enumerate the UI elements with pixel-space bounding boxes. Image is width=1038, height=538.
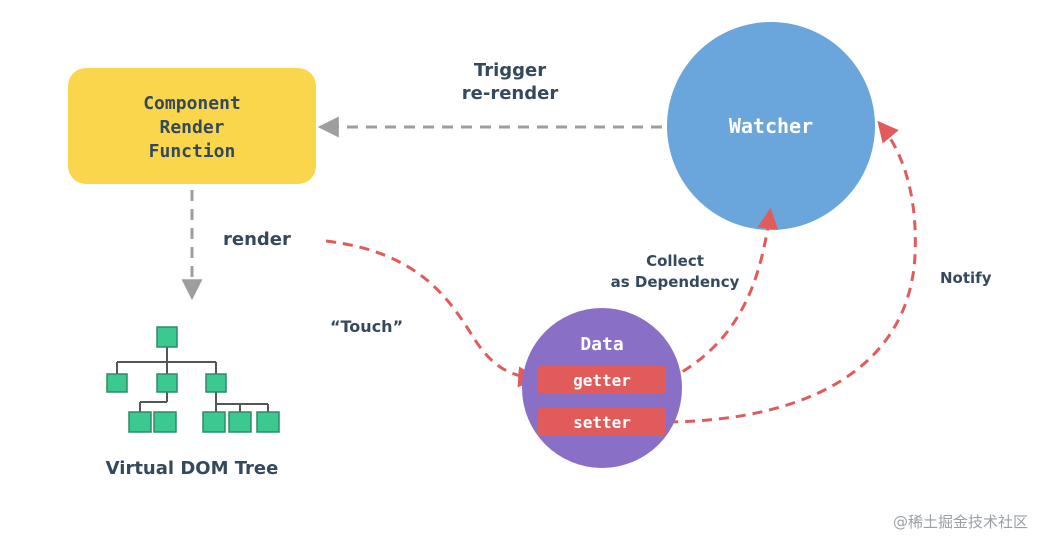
watcher-label: Watcher bbox=[729, 114, 813, 138]
watermark: @稀土掘金技术社区 bbox=[892, 513, 1028, 531]
setter-box: setter bbox=[538, 408, 666, 436]
collect-label-line-1: Collect bbox=[646, 252, 704, 270]
component-render-function-node: Component Render Function bbox=[68, 68, 316, 184]
render-edge: render bbox=[181, 190, 291, 301]
notify-label: Notify bbox=[940, 269, 992, 287]
trigger-rerender-edge: Trigger re-render bbox=[317, 60, 662, 138]
touch-label: “Touch” bbox=[330, 317, 403, 336]
component-label-line-2: Render bbox=[159, 117, 224, 138]
getter-box: getter bbox=[538, 366, 666, 394]
watcher-node: Watcher bbox=[667, 22, 875, 230]
data-label: Data bbox=[580, 334, 623, 355]
notify-edge: Notify bbox=[667, 120, 992, 424]
trigger-label-line-2: re-render bbox=[462, 83, 559, 104]
collect-label-line-2: as Dependency bbox=[611, 273, 740, 291]
component-label-line-3: Function bbox=[149, 141, 236, 162]
touch-edge: “Touch” bbox=[325, 239, 540, 388]
collect-dependency-edge: Collect as Dependency bbox=[611, 207, 779, 382]
virtual-dom-tree-icon bbox=[106, 326, 280, 433]
setter-label: setter bbox=[573, 413, 631, 432]
data-node: Data getter setter bbox=[522, 308, 682, 468]
render-label: render bbox=[223, 229, 291, 250]
component-label-line-1: Component bbox=[143, 93, 241, 114]
trigger-label-line-1: Trigger bbox=[474, 60, 546, 81]
getter-label: getter bbox=[573, 371, 631, 390]
virtual-dom-tree-label: Virtual DOM Tree bbox=[106, 458, 279, 479]
